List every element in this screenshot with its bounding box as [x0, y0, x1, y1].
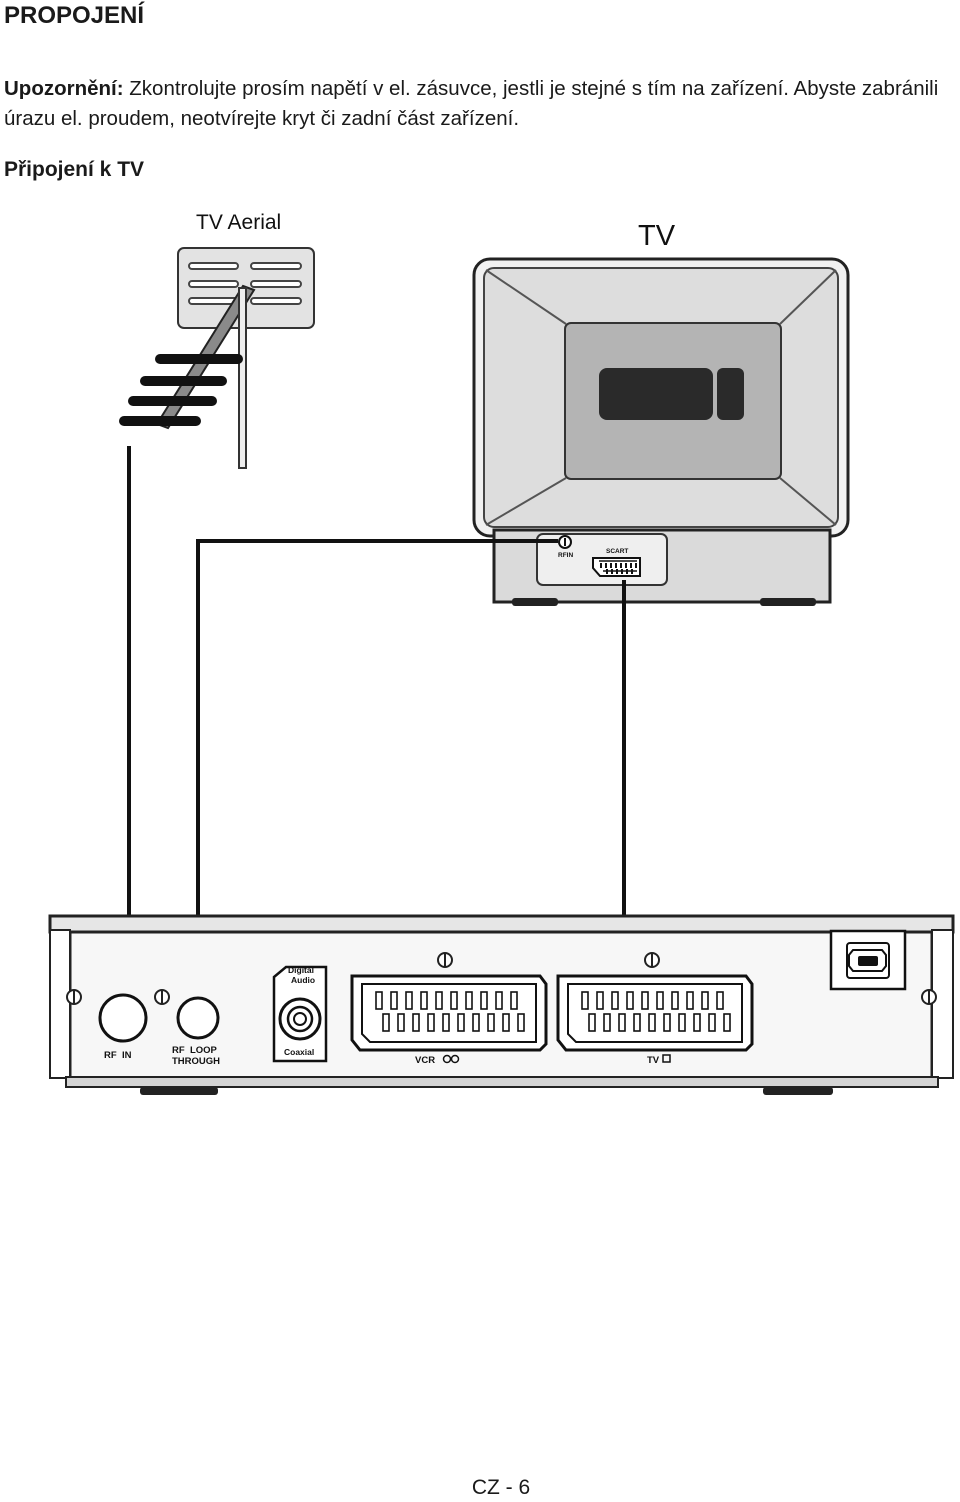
tv-scart-label: SCART [606, 548, 628, 555]
page-title: PROPOJENÍ [4, 2, 145, 29]
tv-label: TV [638, 220, 676, 252]
rf-loop-through-port: RF LOOP THROUGH [172, 996, 220, 1067]
section-heading: Připojení k TV [4, 158, 145, 181]
warning-paragraph: Upozornění: Zkontrolujte prosím napětí v… [4, 74, 960, 134]
tv-output-label: TV [647, 1055, 660, 1066]
tv-rf-label: RFIN [558, 552, 573, 559]
receiver-rear-panel: RF IN RF LOOP THROUGH Digital Audio Coax… [48, 914, 955, 1095]
vcr-scart-port: VCR [350, 974, 548, 1066]
digital-audio-coaxial-port: Digital Audio Coaxial [272, 965, 328, 1063]
cable-rf-loop-tv [196, 539, 558, 1015]
rf-through-label: THROUGH [172, 1056, 220, 1067]
page-number: CZ - 6 [471, 1476, 531, 1499]
tv-scart-output-port: TV [556, 974, 754, 1066]
rf-loop-label: RF LOOP [172, 1045, 218, 1056]
rf-in-port: RF IN [98, 993, 148, 1061]
digital-audio-label-2: Audio [291, 975, 315, 985]
warning-label: Upozornění: [4, 77, 124, 100]
television: TV RFIN SCART [472, 220, 850, 606]
aerial-label: TV Aerial [196, 211, 281, 234]
vcr-label: VCR [415, 1055, 435, 1066]
rf-in-label: RF IN [104, 1050, 132, 1061]
warning-text: Zkontrolujte prosím napětí v el. zásuvce… [4, 77, 939, 130]
coaxial-label: Coaxial [284, 1047, 314, 1057]
tv-aerial: TV Aerial [119, 211, 315, 469]
power-socket [829, 929, 907, 991]
digital-audio-label-1: Digital [288, 965, 314, 975]
